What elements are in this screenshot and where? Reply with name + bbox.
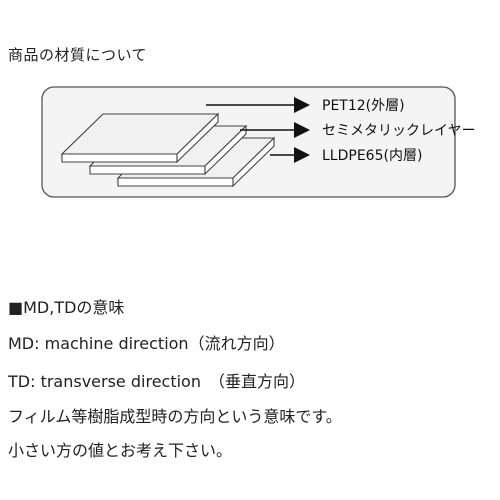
md-definition: MD: machine direction（流れ方向） xyxy=(8,334,285,353)
layer-top-pet xyxy=(60,112,220,164)
td-definition: TD: transverse direction （垂直方向） xyxy=(8,372,305,391)
arrow-pet xyxy=(206,97,310,113)
note-direction-meaning: フィルム等樹脂成型時の方向という意味です。 xyxy=(8,407,342,426)
layer-label-lldpe: LLDPE65(内層) xyxy=(322,148,422,164)
note-smaller-value: 小さい方の値とお考え下さい。 xyxy=(8,441,233,460)
section-heading: 商品の材質について xyxy=(8,46,148,64)
arrow-metallic xyxy=(240,122,310,138)
md-td-section-title: ■MD,TDの意味 xyxy=(8,298,125,317)
layer-label-pet: PET12(外層) xyxy=(322,98,405,114)
layer-label-metallic: セミメタリックレイヤー xyxy=(322,123,476,139)
arrow-lldpe xyxy=(270,147,310,163)
